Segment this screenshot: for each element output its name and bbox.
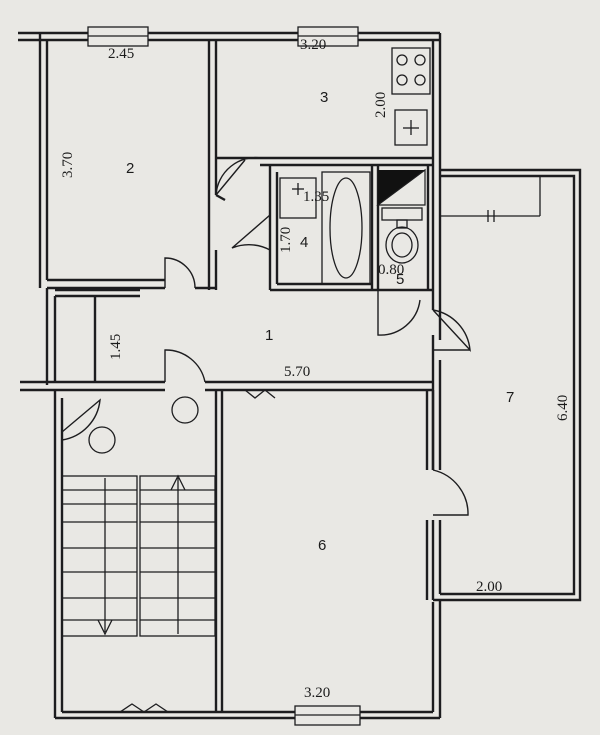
room-labels: 1 2 3 4 5 6 7	[126, 89, 514, 554]
dim-balcony-length: 6.40	[555, 395, 571, 421]
outer-walls	[18, 31, 442, 720]
bath-sink-icon	[279, 177, 317, 219]
windows	[87, 26, 361, 726]
room-label-7: 7	[506, 389, 514, 406]
dimension-labels: 2.45 3.20 3.70 2.00 1.35 1.70 0.80 1.45 …	[60, 37, 571, 701]
riser-circle-icon	[88, 426, 116, 454]
room-label-4: 4	[300, 234, 308, 251]
dim-hall-width: 5.70	[284, 364, 310, 380]
toilet-icon	[385, 226, 419, 264]
room-label-2: 2	[126, 160, 134, 177]
room-label-5: 5	[396, 271, 404, 288]
dim-balcony-width: 2.00	[476, 579, 502, 595]
sink-icon	[394, 109, 428, 146]
staircase	[61, 389, 276, 713]
dim-wc-width: 0.80	[378, 262, 404, 278]
dim-room3-depth: 2.00	[373, 92, 389, 118]
room-label-6: 6	[318, 537, 326, 554]
dim-closet-height: 1.45	[108, 334, 124, 360]
dim-bath-height: 1.70	[278, 227, 294, 253]
doors	[61, 156, 471, 516]
room-label-3: 3	[320, 89, 328, 106]
dim-room6-width: 3.20	[304, 685, 330, 701]
dim-room3-width: 3.20	[300, 37, 326, 53]
riser-circle-icon-2	[171, 396, 199, 424]
dim-room2-height: 3.70	[60, 152, 76, 178]
bathtub-icon	[321, 171, 371, 285]
dim-room2-width: 2.45	[108, 46, 134, 62]
dim-bath-width: 1.35	[303, 189, 329, 205]
stove-icon	[391, 47, 431, 95]
fixtures	[88, 47, 431, 454]
room-label-1: 1	[265, 327, 273, 344]
